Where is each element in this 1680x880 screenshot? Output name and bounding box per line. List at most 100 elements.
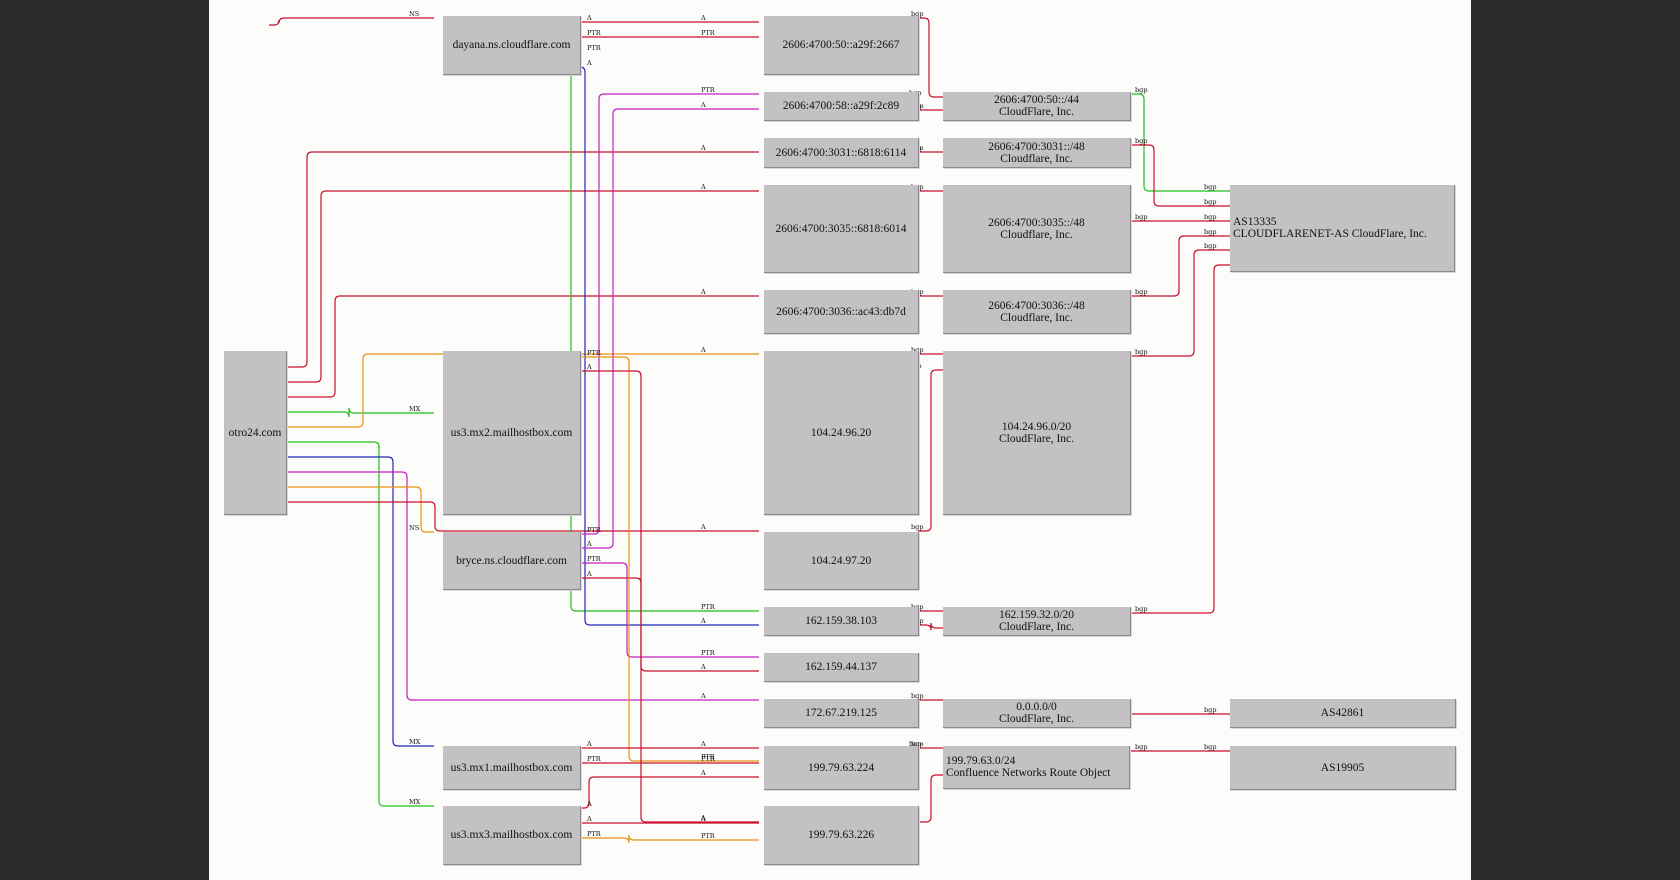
edge-src-label: PTR [587,755,602,763]
node-ip-2606-4700-50-a29f-2667[interactable]: 2606:4700:50::a29f:2667 [764,16,919,75]
node-ip-162-159-44-137[interactable]: 162.159.44.137 [764,653,919,682]
edge-dst-label: PTR [701,755,716,763]
edge-src-label: bgp [911,346,923,354]
edge-src-label: bgp [1135,605,1147,613]
node-ip-172-67-219-125[interactable]: 172.67.219.125 [764,699,919,728]
edge-dst-label: PTR [701,86,716,94]
node-label: 104.24.96.20 [810,426,872,439]
node-label: dayana.ns.cloudflare.com [452,39,571,51]
edge-dst-label: A [700,346,706,354]
node-as42861[interactable]: AS42861 [1230,699,1456,728]
edge-dst-label: A [700,14,706,22]
node-label: 2606:4700:3031::6818:6114 [775,146,907,159]
node-ip-104-24-97-20[interactable]: 104.24.97.20 [764,532,919,590]
node-ip-2606-4700-58-a29f-2c89[interactable]: 2606:4700:58::a29f:2c89 [764,92,919,121]
node-label-line2: CloudFlare, Inc. [998,106,1075,118]
node-label-line1: 2606:4700:3036::/48 [988,299,1085,312]
node-label-line2: CloudFlare, Inc. [998,713,1075,725]
edge-dst-label: A [700,769,706,777]
node-label-line1: 104.24.96.0/20 [1001,420,1072,433]
node-ip-2606-4700-3036-ac43-db7d[interactable]: 2606:4700:3036::ac43:db7d [764,290,919,334]
node-ip-104-24-96-20[interactable]: 104.24.96.20 [764,351,919,515]
edge-dst-label: NS [409,524,419,532]
edge-line-dayana-ip_38_103 [579,66,759,626]
node-label: 172.67.219.125 [805,707,877,719]
graph-canvas: NSAAAAAAMXMXAAMXMXMXMXAANSNSAAAAPTRPTRPT… [209,0,1471,880]
node-ip-2606-4700-3031-6818-6114[interactable]: 2606:4700:3031::6818:6114 [764,138,919,168]
node-as19905[interactable]: AS19905 [1230,746,1456,790]
edge-line-otro24-ip_172 [269,471,759,701]
node-us3-mx2[interactable]: us3.mx2.mailhostbox.com [443,351,581,515]
edge-line-otro24-mx3 [269,441,434,807]
edge-src-label: A [586,363,592,371]
edge-dst-label: MX [409,738,421,746]
node-dayana-ns[interactable]: dayana.ns.cloudflare.com [443,16,581,75]
edge-line-pfx_104-as13335 [1130,249,1230,357]
edge-dst-label: A [700,183,706,191]
edge-line-pfx_50_44-as13335 [1130,93,1230,192]
edge-src-label: PTR [587,830,602,838]
node-label-line1: 199.79.63.0/24 [946,755,1016,767]
edge-dst-label: PTR [701,603,716,611]
node-bryce-ns[interactable]: bryce.ns.cloudflare.com [443,532,581,590]
node-ip-199-79-63-224[interactable]: 199.79.63.224 [764,746,919,790]
node-ip-2606-4700-3035-6818-6014[interactable]: 2606:4700:3035::6818:6014 [764,185,919,273]
node-label-line1: 0.0.0.0/0 [1016,701,1057,713]
edge-src-label: bgp [1135,743,1147,751]
node-label-line2: Cloudflare, Inc. [1000,152,1073,165]
edge-src-label: PTR [587,44,602,52]
edge-line-otro24-ip_96_20 [269,353,759,428]
edge-line-otro24-mx1 [269,456,434,747]
node-label: bryce.ns.cloudflare.com [456,554,567,567]
edge-line-bryce-ip6_2c89 [580,108,759,549]
edge-dst-label: A [700,814,706,822]
node-ip-199-79-63-226[interactable]: 199.79.63.226 [764,806,919,865]
node-label: us3.mx1.mailhostbox.com [450,761,573,774]
edge-dst-label: PTR [701,29,716,37]
node-label-line2: Confluence Networks Route Object [946,767,1111,779]
node-label: 104.24.97.20 [810,554,872,567]
edge-src-label: bgp [1135,137,1147,145]
edge-src-label: PTR [587,29,602,37]
edge-line-pfx_3031-as13335 [1130,144,1230,207]
edge-dst-label: NS [409,10,419,18]
node-label-line2: Cloudflare, Inc. [1000,311,1073,324]
edge-dst-label: bgp [1204,213,1216,221]
edge-line-otro24-ip6_db7d [269,295,759,398]
node-label: us3.mx3.mailhostbox.com [450,829,573,841]
edge-dst-label: A [700,617,706,625]
edge-line-ip6_2667-pfx_50_44 [918,17,943,98]
edge-line-otro24-bryce [269,486,434,533]
edge-line-ip_226-mx3 [580,834,759,844]
edge-line-ip_97_20-pfx_104 [918,369,943,532]
node-label-line2: CloudFlare, Inc. [998,621,1075,633]
edge-dst-label: A [700,692,706,700]
node-otro24[interactable]: otro24.com [224,351,287,515]
node-ip-162-159-38-103[interactable]: 162.159.38.103 [764,607,919,636]
node-label-line2: CLOUDFLARENET-AS CloudFlare, Inc. [1233,228,1427,240]
edge-line-ip_44_137-bryce [580,562,759,658]
node-label: us3.mx2.mailhostbox.com [450,426,573,439]
node-us3-mx3[interactable]: us3.mx3.mailhostbox.com [443,806,581,865]
node-label-line1: 2606:4700:3031::/48 [988,140,1085,153]
node-label-line2: CloudFlare, Inc. [998,432,1075,445]
edge-src-label: bgp [1135,348,1147,356]
edge-dst-label: bgp [909,740,921,748]
edge-dst-label: bgp [1204,183,1216,191]
node-label: 2606:4700:58::a29f:2c89 [782,100,900,112]
node-us3-mx1[interactable]: us3.mx1.mailhostbox.com [443,746,581,790]
edge-line-mx2-ip_226 [580,370,759,823]
edge-src-label: bgp [1135,213,1147,221]
edge-src-label: A [586,59,592,67]
node-label: AS19905 [1320,761,1365,774]
edge-src-label: PTR [587,526,602,534]
